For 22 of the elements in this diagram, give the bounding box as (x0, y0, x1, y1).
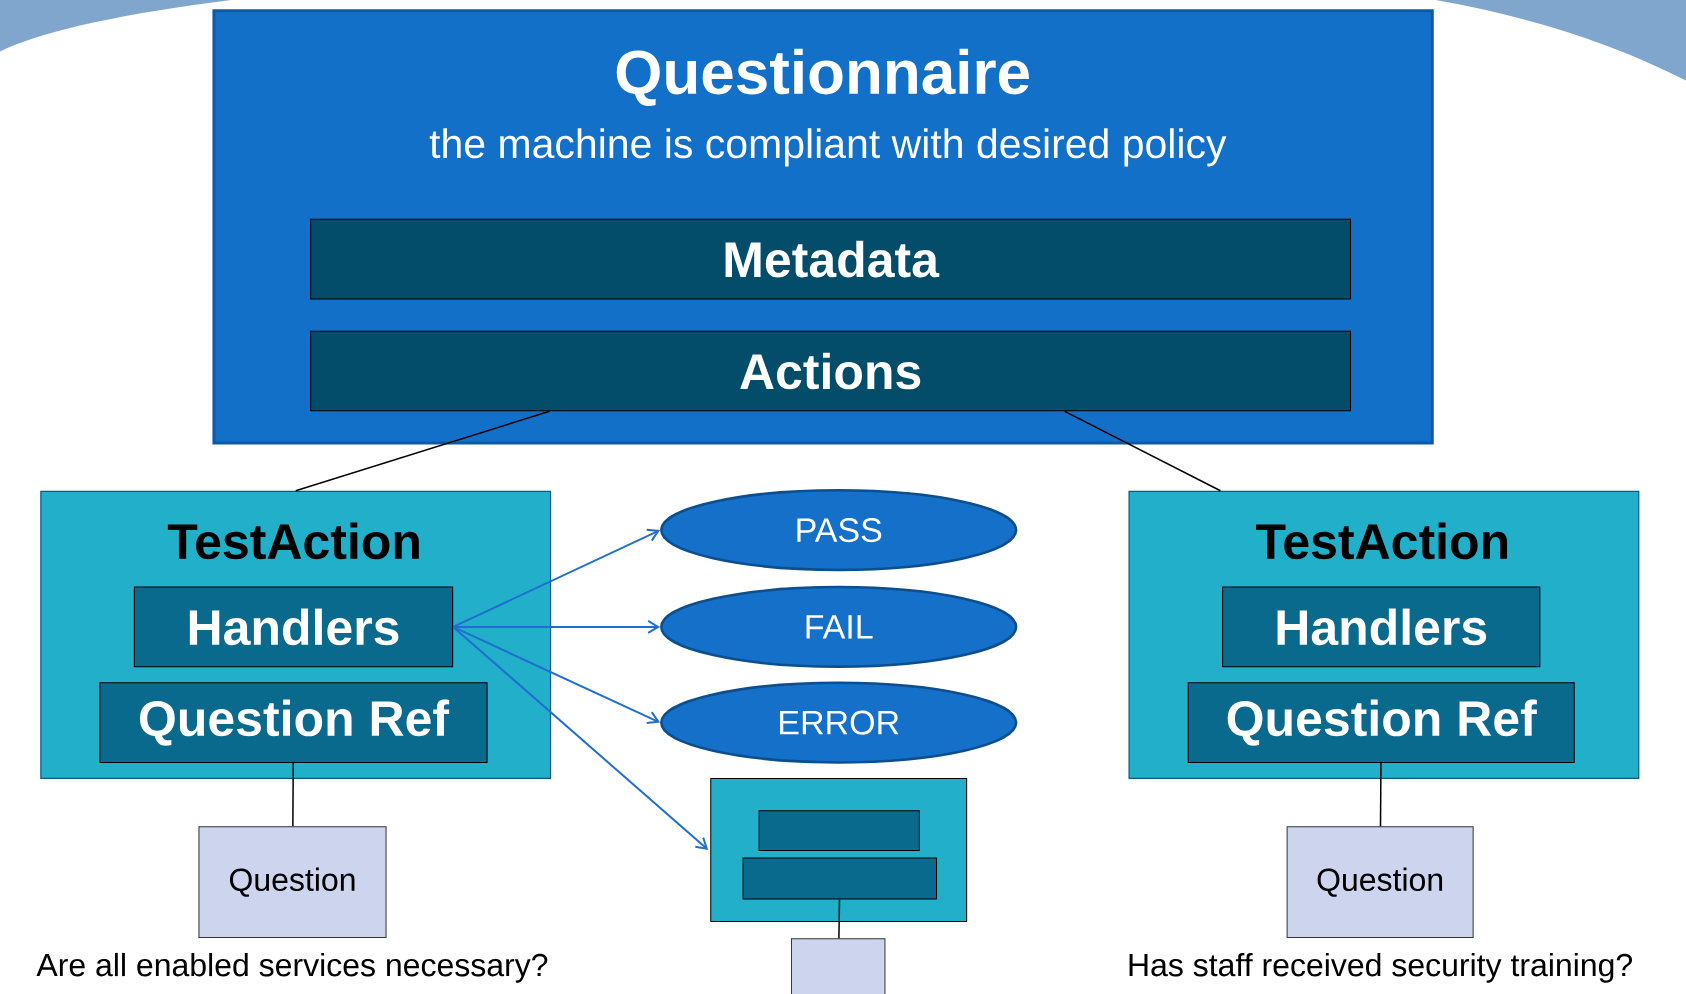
arrow (452, 619, 661, 634)
component-box: Question Ref (1187, 682, 1575, 763)
component-box: Handlers (133, 586, 454, 668)
component-box (742, 857, 938, 900)
question-text: Are all enabled services necessary? (36, 952, 548, 983)
question-box: Question (1286, 826, 1474, 939)
component-box: Question Ref (99, 682, 488, 763)
section-bar: Actions (310, 330, 1351, 412)
connector-line (292, 762, 294, 828)
question-box (790, 938, 886, 994)
section-bar: Metadata (310, 218, 1351, 300)
arrow (452, 528, 661, 628)
question-text: Has staff received security training? (1129, 952, 1632, 983)
component-box (758, 810, 920, 851)
connector-line (1064, 410, 1222, 492)
connector-line (1379, 762, 1382, 828)
arrow (452, 625, 709, 850)
connector-line (294, 410, 551, 492)
question-box: Question (198, 826, 387, 939)
component-box: Handlers (1222, 586, 1541, 668)
arrow (452, 625, 661, 725)
connector-line (838, 898, 841, 939)
